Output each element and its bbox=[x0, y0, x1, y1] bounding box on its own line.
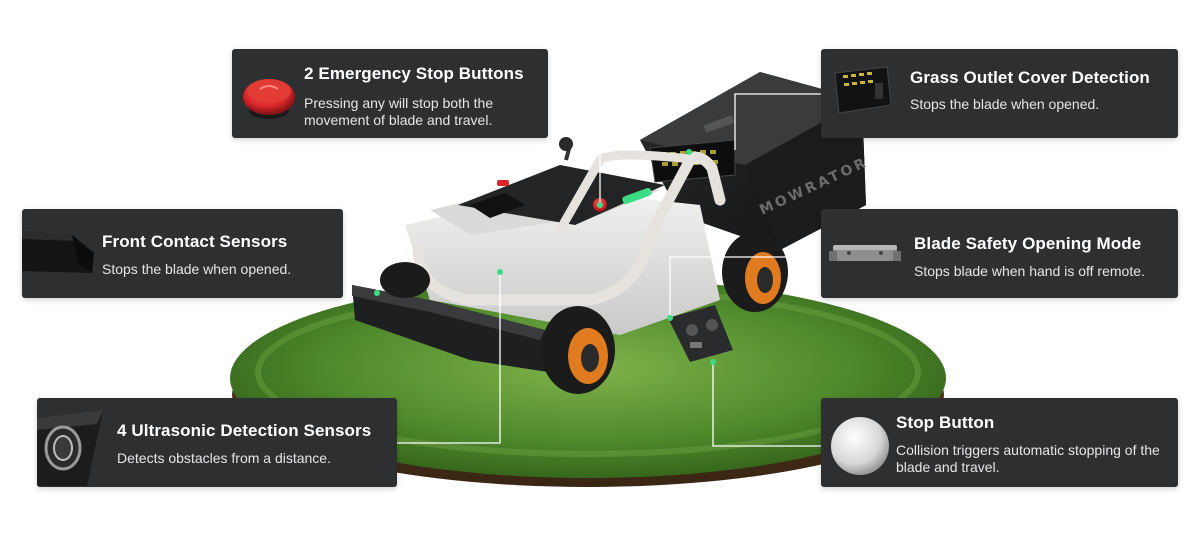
feature-card-stop-button: Stop Button Collision triggers automatic… bbox=[821, 398, 1178, 487]
mower-body bbox=[352, 137, 788, 394]
emergency-stop-button-icon bbox=[243, 79, 295, 119]
feature-card-blade-safety: Blade Safety Opening Mode Stops blade wh… bbox=[821, 209, 1178, 298]
feature-description: Pressing any will stop both the movement… bbox=[304, 95, 494, 128]
feature-title: Front Contact Sensors bbox=[102, 232, 288, 251]
feature-card-ultrasonic: 4 Ultrasonic Detection Sensors Detects o… bbox=[37, 398, 397, 487]
feature-description: Detects obstacles from a distance. bbox=[117, 450, 331, 466]
feature-description: Stops the blade when opened. bbox=[910, 96, 1100, 112]
feature-title: Blade Safety Opening Mode bbox=[914, 234, 1142, 253]
outlet-cover-panel-icon bbox=[834, 66, 892, 114]
feature-card-outlet-cover: Grass Outlet Cover Detection Stops the b… bbox=[821, 49, 1178, 138]
feature-description: Stops blade when hand is off remote. bbox=[914, 263, 1145, 279]
feature-description: Stops the blade when opened. bbox=[102, 261, 292, 277]
front-bumper-icon bbox=[22, 231, 94, 273]
feature-description: Collision triggers automatic stopping of… bbox=[896, 442, 1160, 475]
leader-lines bbox=[343, 93, 821, 447]
leader-dots bbox=[374, 149, 716, 365]
feature-card-emergency-stop: 2 Emergency Stop Buttons Pressing any wi… bbox=[232, 49, 548, 138]
feature-title: 2 Emergency Stop Buttons bbox=[304, 64, 524, 83]
feature-title: 4 Ultrasonic Detection Sensors bbox=[117, 421, 372, 440]
feature-title: Stop Button bbox=[896, 413, 995, 432]
feature-title: Grass Outlet Cover Detection bbox=[910, 68, 1150, 87]
stop-ball-icon bbox=[831, 417, 889, 475]
feature-card-front-contact: Front Contact Sensors Stops the blade wh… bbox=[22, 209, 343, 298]
ultrasonic-sensor-icon bbox=[37, 410, 103, 486]
blade-handle-icon bbox=[829, 245, 901, 261]
